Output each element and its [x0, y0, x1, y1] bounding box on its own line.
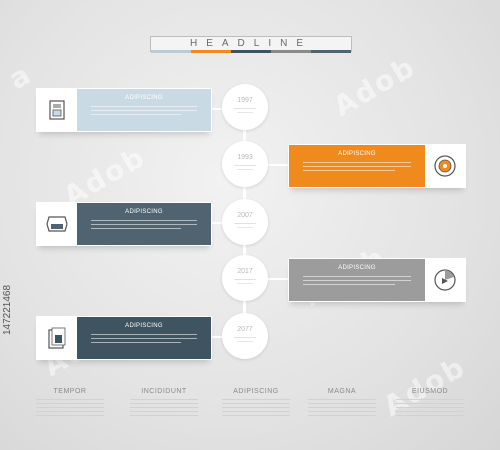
year-label-3: 2007 — [237, 212, 253, 219]
year-circle-2: 1993 — [222, 141, 268, 187]
step-card-4: ADIPISCING — [288, 258, 466, 302]
step-title-4: ADIPISCING — [338, 265, 376, 271]
column-3: ADIPISCING — [216, 388, 296, 416]
year-label-5: 2077 — [237, 326, 253, 333]
step-title-1: ADIPISCING — [125, 95, 163, 101]
step-card-3: ADIPISCING — [36, 202, 212, 246]
step-title-2: ADIPISCING — [338, 151, 376, 157]
year-circle-3: 2007 — [222, 199, 268, 245]
step-card-5: ADIPISCING — [36, 316, 212, 360]
column-2: INCIDIDUNT — [124, 388, 204, 416]
headline-bar-1 — [151, 50, 191, 53]
headline-box: HEADLINE — [150, 36, 352, 53]
column-4: MAGNA — [302, 388, 382, 416]
column-title-3: ADIPISCING — [233, 388, 279, 395]
step-title-5: ADIPISCING — [125, 323, 163, 329]
step-card-2: ADIPISCING — [288, 144, 466, 188]
pie-chart-icon — [425, 259, 465, 301]
headline-text: HEADLINE — [189, 38, 312, 49]
step-card-body-2: ADIPISCING — [289, 145, 425, 187]
step-card-body-4: ADIPISCING — [289, 259, 425, 301]
paper-stack-icon — [37, 317, 77, 359]
step-card-body-3: ADIPISCING — [77, 203, 211, 245]
connector-4 — [256, 278, 288, 280]
step-title-3: ADIPISCING — [125, 209, 163, 215]
year-label-2: 1993 — [237, 154, 253, 161]
headline-bar-5 — [311, 50, 351, 53]
column-5: EIUSMOD — [390, 388, 470, 416]
step-card-body-1: ADIPISCING — [77, 89, 211, 131]
column-title-2: INCIDIDUNT — [141, 388, 187, 395]
column-title-1: TEMPOR — [53, 388, 87, 395]
step-card-1: ADIPISCING — [36, 88, 212, 132]
hexagon-box-icon — [37, 203, 77, 245]
step-card-body-5: ADIPISCING — [77, 317, 211, 359]
year-circle-4: 2017 — [222, 255, 268, 301]
year-circle-1: 1997 — [222, 84, 268, 130]
year-circle-5: 2077 — [222, 313, 268, 359]
pie-circle-icon — [425, 145, 465, 187]
column-title-5: EIUSMOD — [411, 388, 449, 395]
column-title-4: MAGNA — [327, 388, 357, 395]
stock-id-tag: 147221468 — [2, 284, 13, 335]
document-icon — [37, 89, 77, 131]
connector-2 — [256, 164, 288, 166]
headline-bar-4 — [271, 50, 311, 53]
column-1: TEMPOR — [30, 388, 110, 416]
headline-bar-3 — [231, 50, 271, 53]
year-label-4: 2017 — [237, 268, 253, 275]
year-label-1: 1997 — [237, 97, 253, 104]
headline-bar-2 — [191, 50, 231, 53]
